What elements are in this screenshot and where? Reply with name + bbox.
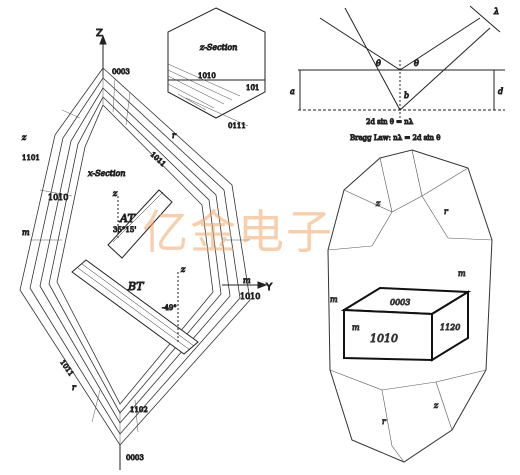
bragg-incident-1	[319, 17, 401, 71]
x-section-figure: Z Y x-Section	[19, 28, 274, 470]
crystal-figure: 0003 1010 1120 m m m r z r z	[327, 149, 493, 463]
bragg-caption: Bragg Law: nλ = 2d sin θ	[350, 134, 440, 142]
r-left-label: r	[72, 383, 77, 392]
watermark-text: 亿金电子	[142, 205, 334, 259]
bt-z-label: z	[180, 265, 186, 274]
bragg-figure: θ θ d a b 2d sin θ = nλ λ Bragg Law: nλ …	[290, 5, 505, 143]
crystal-z-bottom-label: z	[433, 401, 439, 410]
block-side-label: 1120	[440, 323, 460, 332]
crystal-r-top-label: r	[444, 207, 449, 216]
at-angle: 35°15'	[113, 226, 136, 234]
code-0003-top: 0003	[112, 68, 130, 76]
z-axis-label: Z	[96, 28, 103, 39]
bragg-wave-marker	[469, 5, 501, 33]
bt-angle: -49°	[162, 304, 177, 312]
at-label: AT	[119, 212, 136, 225]
crystal-z-top-label: z	[375, 199, 381, 208]
bragg-theta2-label: θ	[414, 59, 419, 68]
block-top-label: 0003	[390, 298, 410, 307]
bt-plate	[71, 259, 199, 355]
code-1011-bottom: 1011	[58, 359, 75, 378]
z-section-code-a: 1010	[198, 72, 216, 80]
code-1101: 1101	[22, 154, 40, 162]
at-z-label: z	[112, 189, 118, 198]
y-axis-arrow	[257, 281, 268, 289]
crystal-outline	[327, 149, 493, 463]
hexagon-band-hatch	[30, 70, 250, 444]
bragg-a-label: a	[290, 87, 295, 96]
bragg-reflect-1	[399, 17, 481, 71]
z-section-hatch	[167, 63, 249, 127]
bt-label: BT	[127, 280, 145, 293]
at-plate	[107, 189, 173, 259]
crystal-block	[340, 286, 472, 362]
r-right-label: r	[172, 131, 177, 140]
bragg-path-label: 2d sin θ = nλ	[366, 118, 414, 126]
z-section-code-b: 10̄1	[246, 84, 259, 92]
z-section-code-c: 0111	[228, 122, 246, 130]
code-1010-right: 1010	[240, 292, 260, 301]
m-right-label: m	[243, 276, 251, 285]
z-mark-label: z	[21, 133, 27, 142]
code-1011-top: 1011	[149, 151, 168, 169]
m-left-label: m	[22, 228, 30, 237]
z-section-title: z-Section	[199, 43, 237, 52]
z-section-figure: z-Section 1010 10̄1 0111	[167, 7, 266, 131]
code-1102: 1102	[130, 406, 148, 414]
z-section-outline	[167, 7, 266, 119]
block-side-face	[431, 290, 469, 362]
bragg-theta-label: θ	[376, 59, 381, 68]
crystal-edges	[327, 149, 493, 463]
x-section-title: x-Section	[88, 169, 126, 178]
block-front-label: 1010	[370, 332, 398, 345]
bragg-reflect-2	[399, 27, 491, 111]
code-0003-bottom: 0003	[126, 454, 144, 462]
block-m-label: m	[352, 323, 360, 332]
crystal-m-label: m	[330, 295, 338, 304]
y-axis-label: Y	[265, 282, 273, 293]
crystal-r-bottom-label: r	[382, 417, 387, 426]
bragg-wave-label: λ	[493, 7, 499, 16]
crystal-m-right-label: m	[458, 269, 466, 278]
bragg-b-label: b	[404, 91, 409, 100]
bragg-incident-2	[344, 7, 401, 111]
bragg-d-label: d	[498, 87, 503, 96]
code-1010-left: 1010	[48, 193, 68, 202]
z-axis-arrow	[99, 34, 107, 45]
